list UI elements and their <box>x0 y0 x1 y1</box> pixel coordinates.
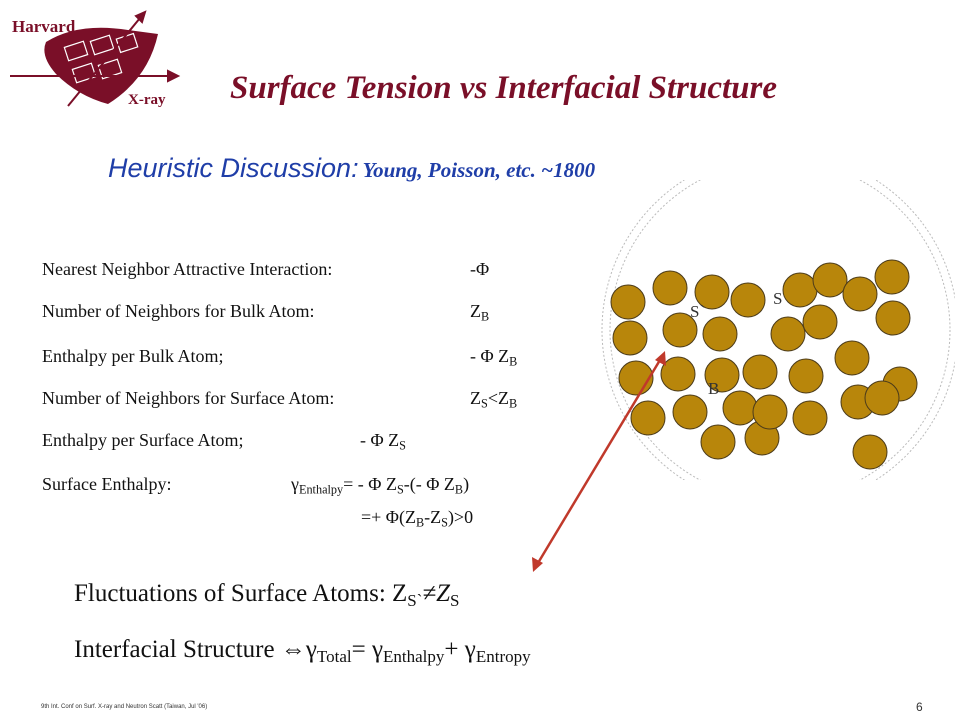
label-s-prime: S` <box>690 302 705 321</box>
atom <box>672 394 708 430</box>
atom <box>612 320 648 356</box>
atom <box>834 340 870 376</box>
atom <box>875 300 911 336</box>
definition-value: ZB <box>470 301 490 324</box>
definition-label: Enthalpy per Bulk Atom; <box>42 346 224 366</box>
slide-title: Surface Tension vs Interfacial Structure <box>230 70 778 106</box>
atom <box>792 400 828 436</box>
definition-value: - Φ ZS <box>360 430 406 453</box>
atom <box>630 400 666 436</box>
definition-value: γEnthalpy= - Φ ZS-(- Φ ZB) <box>291 474 470 497</box>
atom <box>704 357 740 393</box>
atom <box>874 259 910 295</box>
atom <box>752 394 788 430</box>
atom <box>700 424 736 460</box>
definition-label: Nearest Neighbor Attractive Interaction: <box>42 259 333 279</box>
fluctuations-line: Fluctuations of Surface Atoms: ZS`≠ZS <box>74 580 460 611</box>
definition-label: Surface Enthalpy: <box>42 474 172 494</box>
atom <box>770 316 806 352</box>
atoms-group <box>610 259 918 470</box>
atom <box>802 304 838 340</box>
equivalence-arrow: ⇔ <box>280 636 306 663</box>
atom <box>694 274 730 310</box>
subtitle-lead: Heuristic Discussion: <box>108 153 359 183</box>
definition-value: -Φ <box>470 259 490 279</box>
atom-packing-figure: S` S B <box>590 151 959 509</box>
subtitle-rest: Young, Poisson, etc. ~1800 <box>362 158 596 182</box>
atom <box>610 284 646 320</box>
harvard-xray-logo: Harvard X-ray <box>8 4 183 109</box>
page-number: 6 <box>916 700 923 714</box>
definition-label: Number of Neighbors for Bulk Atom: <box>42 301 315 321</box>
label-b: B <box>708 379 719 398</box>
definition-label: Number of Neighbors for Surface Atom: <box>42 388 335 408</box>
atom <box>660 356 696 392</box>
logo-bottom-text: X-ray <box>128 92 166 108</box>
logo-top-text: Harvard <box>12 17 76 36</box>
atom <box>730 282 766 318</box>
interfacial-structure-line: Interfacial Structure ⇔γTotal= γEnthalpy… <box>74 636 531 667</box>
definition-value: - Φ ZB <box>470 346 518 369</box>
atom <box>864 380 900 416</box>
definition-label: Enthalpy per Surface Atom; <box>42 430 244 450</box>
atom <box>842 276 878 312</box>
definition-continuation: =+ Φ(ZB-ZS)>0 <box>361 507 474 530</box>
atom <box>742 354 778 390</box>
footer-text: 9th Int. Conf on Surf. X-ray and Neutron… <box>41 704 208 710</box>
definition-value: ZS<ZB <box>470 388 518 411</box>
atom <box>852 434 888 470</box>
atom <box>652 270 688 306</box>
atom <box>812 262 848 298</box>
atom <box>702 316 738 352</box>
atom <box>662 312 698 348</box>
label-s: S <box>773 289 782 308</box>
slide-subtitle: Heuristic Discussion:Young, Poisson, etc… <box>108 153 595 184</box>
atom <box>788 358 824 394</box>
